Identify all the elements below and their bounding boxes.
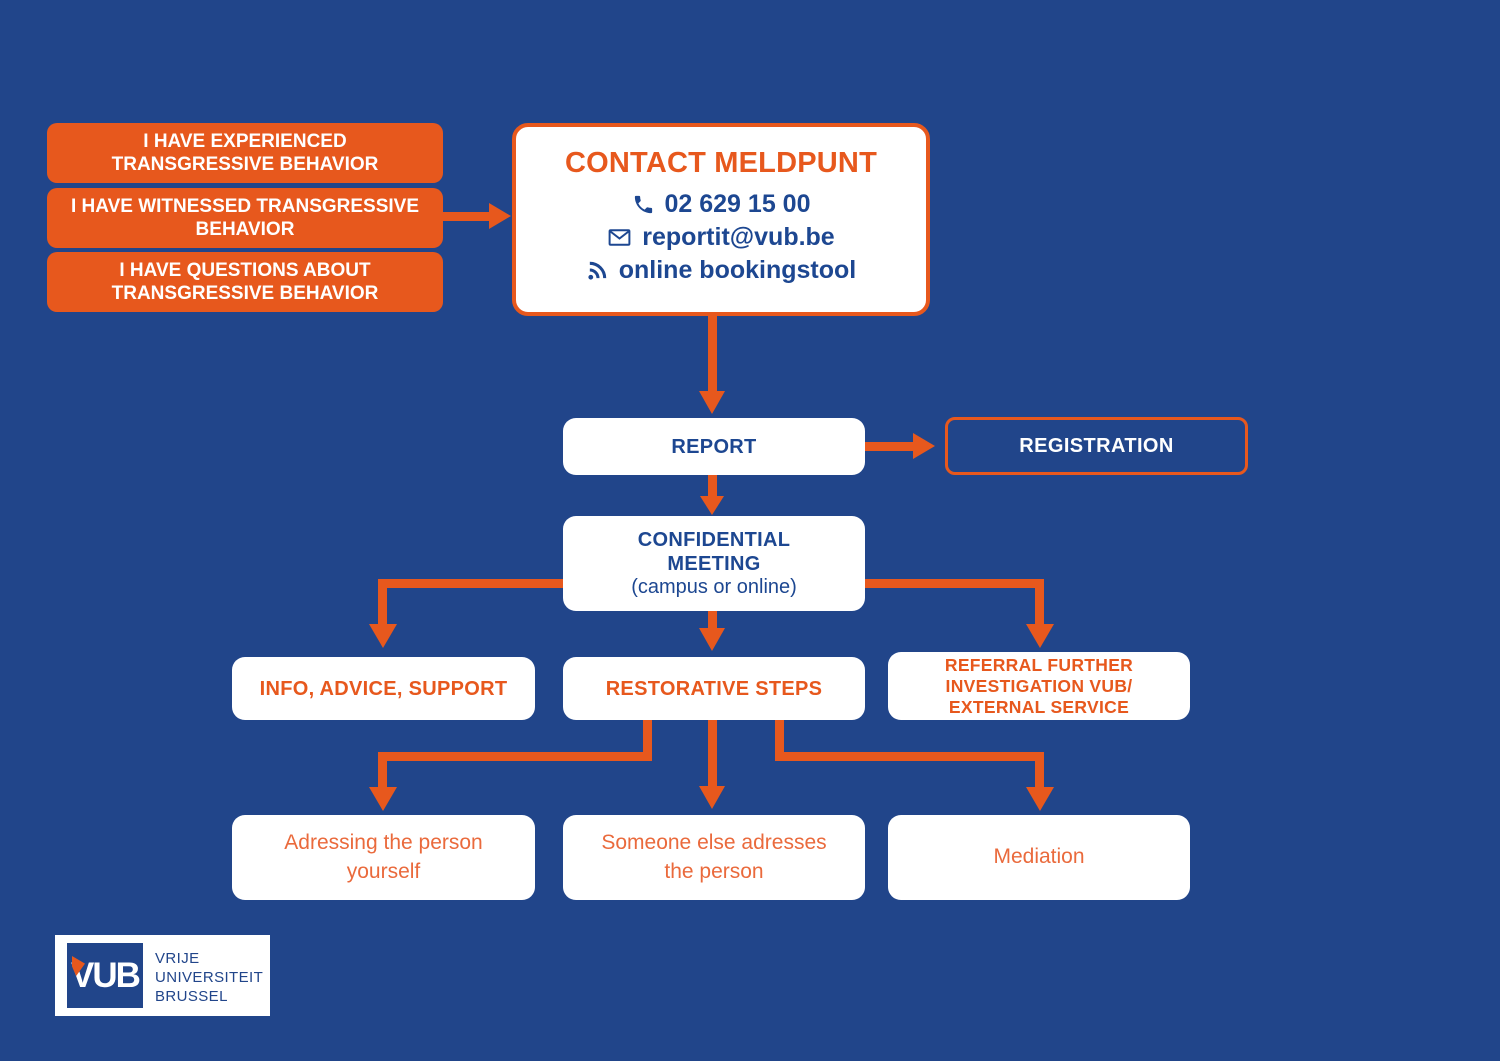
referral-line2: INVESTIGATION VUB/ xyxy=(945,675,1133,696)
option-questions-box: I HAVE QUESTIONS ABOUT TRANSGRESSIVE BEH… xyxy=(47,252,443,312)
meeting-branch-left-vline xyxy=(378,579,387,626)
restorative-steps-box: RESTORATIVE STEPS xyxy=(563,657,865,720)
vub-logo: VUB VRIJE UNIVERSITEIT BRUSSEL xyxy=(55,935,270,1016)
addressing-line1: Adressing the person xyxy=(284,831,483,855)
option-questions-line1: I HAVE QUESTIONS ABOUT xyxy=(119,259,371,281)
info-advice-support-label: INFO, ADVICE, SUPPORT xyxy=(259,677,508,700)
steps-center-arrow-shaft xyxy=(708,720,717,788)
registration-label: REGISTRATION xyxy=(1019,434,1174,457)
meeting-branch-left-arrowhead xyxy=(369,624,397,648)
option-witnessed-line1: I HAVE WITNESSED TRANSGRESSIVE xyxy=(70,195,420,217)
referral-box: REFERRAL FURTHER INVESTIGATION VUB/ EXTE… xyxy=(888,652,1190,720)
meeting-center-arrowhead xyxy=(699,628,725,651)
contact-title: CONTACT MELDPUNT xyxy=(565,147,877,179)
steps-center-arrowhead xyxy=(699,786,725,809)
confidential-line1: CONFIDENTIAL xyxy=(637,529,791,551)
mail-icon xyxy=(608,229,631,246)
option-experienced-line1: I HAVE EXPERIENCED xyxy=(143,130,347,152)
vub-acronym: VUB xyxy=(71,955,141,995)
steps-branch-right-stub xyxy=(775,720,784,761)
addressing-yourself-box: Adressing the person yourself xyxy=(232,815,535,900)
report-label: REPORT xyxy=(671,435,757,458)
mediation-label: Mediation xyxy=(993,845,1085,869)
meeting-center-arrow-shaft xyxy=(708,611,717,630)
contact-meldpunt-box: CONTACT MELDPUNT 02 629 15 00 reportit@v… xyxy=(512,123,930,316)
someone-else-box: Someone else adresses the person xyxy=(563,815,865,900)
referral-line3: EXTERNAL SERVICE xyxy=(948,696,1130,717)
arrow-options-to-contact-shaft xyxy=(443,212,491,221)
confidential-meeting-box: CONFIDENTIAL MEETING (campus or online) xyxy=(563,516,865,611)
contact-booking: online bookingstool xyxy=(618,256,857,284)
confidential-subtitle: (campus or online) xyxy=(631,576,797,598)
restorative-steps-label: RESTORATIVE STEPS xyxy=(605,677,823,700)
steps-branch-left-vline xyxy=(378,752,387,789)
steps-branch-left-stub xyxy=(643,720,652,761)
registration-box: REGISTRATION xyxy=(945,417,1248,475)
option-questions-line2: TRANSGRESSIVE BEHAVIOR xyxy=(111,283,379,304)
vub-logo-square: VUB xyxy=(67,943,143,1008)
contact-booking-row: online bookingstool xyxy=(586,256,856,285)
someone-line1: Someone else adresses xyxy=(601,831,827,855)
contact-phone: 02 629 15 00 xyxy=(664,190,811,218)
vub-name-line1: VRIJE xyxy=(155,950,200,967)
meeting-branch-right-vline xyxy=(1035,579,1044,626)
arrow-contact-to-report-head xyxy=(699,391,725,414)
option-experienced-box: I HAVE EXPERIENCED TRANSGRESSIVE BEHAVIO… xyxy=(47,123,443,183)
arrow-report-to-meeting-shaft xyxy=(708,475,717,498)
info-advice-support-box: INFO, ADVICE, SUPPORT xyxy=(232,657,535,720)
referral-line1: REFERRAL FURTHER xyxy=(944,654,1134,675)
vub-name-line3: BRUSSEL xyxy=(155,988,228,1005)
contact-lines: 02 629 15 00 reportit@vub.be online book… xyxy=(586,190,856,285)
arrow-options-to-contact-head xyxy=(489,203,511,229)
contact-email: reportit@vub.be xyxy=(642,223,835,251)
meeting-branch-right-arrowhead xyxy=(1026,624,1054,648)
contact-email-row: reportit@vub.be xyxy=(586,223,856,252)
someone-line2: the person xyxy=(664,859,764,883)
steps-branch-right-hline xyxy=(775,752,1044,761)
vub-name: VRIJE UNIVERSITEIT BRUSSEL xyxy=(155,949,263,1006)
confidential-line2: MEETING xyxy=(667,553,761,575)
report-box: REPORT xyxy=(563,418,865,475)
steps-branch-left-arrowhead xyxy=(369,787,397,811)
steps-branch-right-vline xyxy=(1035,752,1044,789)
vub-name-line2: UNIVERSITEIT xyxy=(155,969,264,986)
contact-phone-row: 02 629 15 00 xyxy=(586,190,856,219)
arrow-report-to-registration-shaft xyxy=(865,442,915,451)
addressing-line2: yourself xyxy=(346,859,421,883)
mediation-box: Mediation xyxy=(888,815,1190,900)
steps-branch-right-arrowhead xyxy=(1026,787,1054,811)
phone-icon xyxy=(634,195,652,214)
arrow-report-to-registration-head xyxy=(913,433,935,459)
rss-icon xyxy=(588,261,606,280)
option-witnessed-box: I HAVE WITNESSED TRANSGRESSIVE BEHAVIOR xyxy=(47,188,443,248)
arrow-report-to-meeting-head xyxy=(700,496,724,515)
option-witnessed-line2: BEHAVIOR xyxy=(195,219,295,240)
arrow-contact-to-report-shaft xyxy=(708,316,717,393)
option-experienced-line2: TRANSGRESSIVE BEHAVIOR xyxy=(111,154,379,175)
steps-branch-left-hline xyxy=(378,752,652,761)
